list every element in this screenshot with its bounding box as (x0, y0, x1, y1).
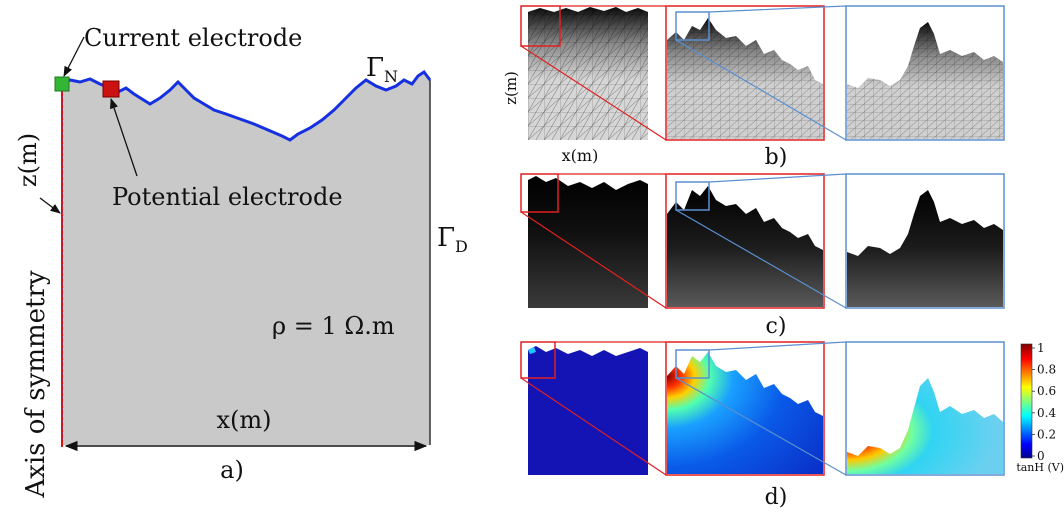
zoom-connector-c4 (675, 209, 847, 309)
panel-b: z(m) x(m) b) (502, 5, 1005, 170)
colorbar-label: tanH (V) (1016, 461, 1064, 474)
zoom-connector-c2 (520, 211, 667, 309)
zoom-connector-d4 (675, 377, 847, 476)
zoom-connector-c3 (708, 173, 847, 183)
potential-field-d (528, 346, 648, 475)
x-axis-label-b: x(m) (562, 146, 599, 165)
caption-b: b) (765, 145, 788, 170)
potential-hotspot-d (528, 347, 536, 354)
current-electrode-label: Current electrode (84, 24, 302, 52)
panel-a: Current electrode Potential electrode ΓN… (14, 24, 468, 499)
resistivity-label: ρ = 1 Ω.m (272, 312, 395, 340)
current-electrode-marker (54, 76, 70, 92)
panel-c: c) (520, 173, 1005, 339)
potential-electrode-marker (102, 80, 120, 98)
gamma-n-label: ΓN (366, 53, 398, 86)
caption-d: d) (765, 485, 788, 510)
colorbar-tick-label: 0.2 (1037, 427, 1056, 441)
adaptive-mesh-c (528, 176, 648, 308)
current-electrode-arrow (63, 36, 85, 77)
zoom-connector-b4 (675, 39, 847, 141)
mesh-zoom-b1-shade (667, 18, 823, 139)
potential-zoom-d1 (667, 352, 823, 474)
zoom-connector-b3 (708, 5, 847, 13)
domain-region (62, 72, 430, 445)
mesh-zoom-b2-shade (847, 22, 1003, 139)
zoom-connector-d2 (520, 377, 667, 476)
colorbar-tick-label: 0.4 (1037, 406, 1056, 420)
colorbar-tick-label: 1 (1037, 341, 1045, 355)
symmetry-axis-arrow (39, 197, 61, 214)
z-axis-label-b: z(m) (502, 71, 520, 105)
potential-electrode-label: Potential electrode (112, 183, 343, 211)
zoom-box-b1 (520, 5, 561, 47)
colorbar-gradient (1020, 343, 1033, 459)
zoom-connector-b2 (520, 45, 667, 141)
zoom-box-b2 (675, 11, 710, 41)
zoom-box-d1 (520, 341, 556, 379)
zoom-box-d2 (675, 349, 710, 379)
caption-c: c) (766, 314, 787, 339)
zoom-box-c1 (520, 173, 559, 213)
adaptive-mesh-zoom-c2 (847, 190, 1003, 307)
zoom-connector-d3 (708, 341, 847, 351)
zoom-box-c2 (675, 181, 710, 211)
x-axis-label: x(m) (216, 406, 271, 434)
neumann-surface-line (61, 69, 432, 142)
caption-a: a) (220, 456, 244, 484)
mesh-refinement-b (528, 7, 648, 140)
potential-electrode-arrow (110, 98, 138, 177)
colorbar-tick-label: 0.8 (1037, 363, 1056, 377)
adaptive-mesh-zoom-c1 (667, 186, 823, 307)
panel-d: d) 1 0.8 0.6 0.4 0.2 0 tanH (V) (520, 341, 1064, 510)
colorbar-ticks: 1 0.8 0.6 0.4 0.2 0 (1032, 341, 1056, 463)
z-axis-label: z(m) (14, 133, 42, 187)
potential-zoom-d2 (847, 378, 1003, 474)
colorbar: 1 0.8 0.6 0.4 0.2 0 tanH (V) (1016, 341, 1064, 474)
colorbar-tick-label: 0.6 (1037, 384, 1056, 398)
colorbar-tick-label: 0 (1037, 449, 1045, 463)
symmetry-axis-label: Axis of symmetry (21, 270, 51, 499)
gamma-d-label: ΓD (437, 223, 468, 256)
